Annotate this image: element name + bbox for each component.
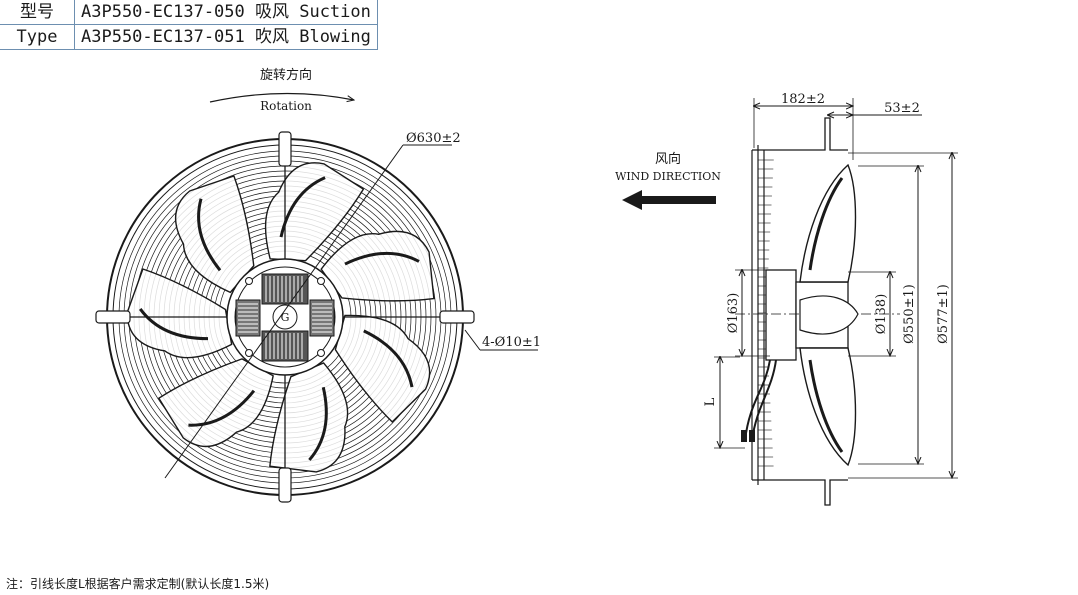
fan-blade [126, 268, 233, 359]
mount-flange-bottom [752, 479, 848, 506]
hub-bolt [317, 277, 325, 285]
hub-fins-bottom [261, 330, 309, 362]
spec-row: Type A3P550-EC137-051 吹风 Blowing [0, 24, 378, 50]
mount-flange-top [752, 117, 848, 151]
mount-bracket-bottom [278, 467, 292, 503]
mount-bracket-top [278, 131, 292, 167]
hub-bolt [317, 349, 325, 357]
hub-bolt [245, 277, 253, 285]
spec-label: Type [0, 24, 75, 50]
footnote: 注：引线长度L根据客户需求定制(默认长度1.5米) [6, 577, 270, 591]
model-spec-table: 型号 A3P550-EC137-050 吸风 Suction Type A3P5… [0, 0, 378, 50]
hub-logo-icon: G [281, 311, 290, 324]
hub-fins-left [235, 299, 261, 337]
hub-center [272, 304, 298, 330]
wind-label-en: WIND DIRECTION [615, 170, 721, 183]
blade-edge [139, 308, 208, 341]
cable-terminal [741, 430, 747, 442]
cable-terminal [749, 430, 755, 442]
hub-bolt [245, 349, 253, 357]
offset-label: 53±2 [884, 101, 920, 116]
fan-blades [126, 162, 435, 473]
motor-body [765, 269, 797, 361]
side-view: 风向 WIND DIRECTION 182±2 53±2 [615, 92, 958, 506]
blade-diameter-label: Ø550±1) [902, 284, 917, 344]
blade-edge [197, 198, 222, 272]
rotation-label-cn: 旋转方向 [260, 67, 312, 83]
spec-row: 型号 A3P550-EC137-050 吸风 Suction [0, 0, 378, 25]
hub-fin-lines [238, 276, 332, 359]
blade-edge [308, 386, 328, 461]
fan-blade [269, 362, 349, 473]
mount-bracket-right [439, 310, 475, 324]
cable-length-label: L [703, 397, 718, 406]
mount-holes-label: 4-Ø10±1 [482, 335, 541, 350]
blade-profile-lower [799, 347, 857, 467]
blade-edge [188, 389, 256, 427]
guard-diameter-label: Ø577±1) [936, 284, 951, 344]
depth-label: 182±2 [781, 92, 825, 107]
blade-edge [363, 329, 414, 388]
front-view: 旋转方向 Rotation G Ø630±2 4-Ø10±1 [95, 67, 541, 503]
blade-profile-upper-inner [808, 177, 844, 271]
spec-value: A3P550-EC137-051 吹风 Blowing [74, 24, 378, 50]
spec-label: 型号 [0, 0, 75, 25]
hub-diameter-label: Ø163) [726, 293, 741, 334]
rotation-label-en: Rotation [260, 99, 312, 113]
outer-diameter-leader [164, 144, 404, 479]
cable-lead [744, 359, 777, 441]
fan-blade [334, 314, 431, 423]
rotation-arrow [209, 92, 354, 103]
wind-direction-arrow-icon [622, 190, 716, 210]
fan-blade [264, 162, 365, 262]
mount-bracket-left [95, 310, 131, 324]
blade-edge [279, 176, 326, 238]
blade-edge [344, 251, 420, 266]
hub-fins-right [309, 299, 335, 337]
blade-profile-mid [799, 295, 859, 335]
wind-label-cn: 风向 [655, 151, 681, 167]
mount-holes-leader [464, 329, 481, 351]
fan-blade [174, 175, 255, 294]
fan-blade [157, 358, 274, 448]
motor-diameter-label: Ø138) [874, 294, 889, 335]
blade-profile-lower-inner [808, 359, 844, 453]
blade-profile-upper [799, 163, 857, 283]
fan-blade [320, 230, 435, 302]
spec-value: A3P550-EC137-050 吸风 Suction [74, 0, 378, 25]
hub-fins-top [261, 273, 309, 305]
outer-diameter-label: Ø630±2 [406, 131, 461, 146]
